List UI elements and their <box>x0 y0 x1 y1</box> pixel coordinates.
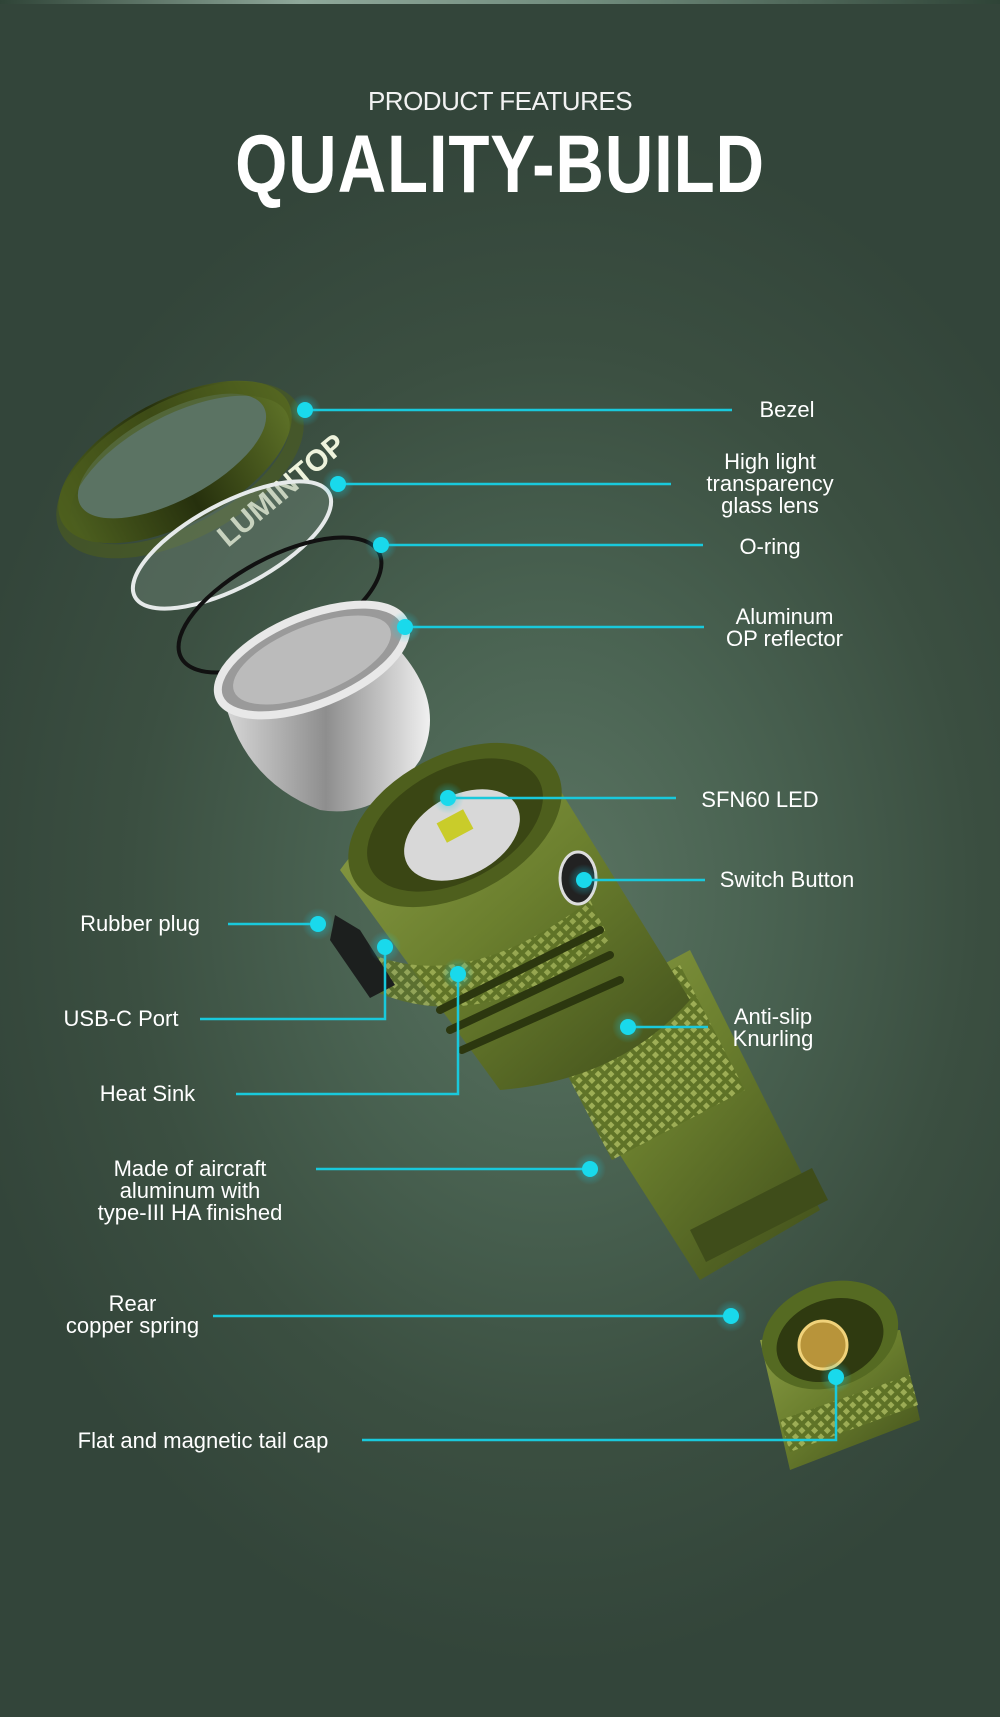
callout-label-knurling: Anti-slip Knurling <box>732 1004 814 1051</box>
callout-label-usb-c: USB-C Port <box>63 1006 179 1031</box>
bezel-hotspot-icon <box>289 394 321 426</box>
o-ring-hotspot-icon <box>365 529 397 561</box>
page-title: QUALITY-BUILD <box>235 119 765 210</box>
tail-cap-part <box>760 1280 920 1470</box>
knurling-hotspot-icon <box>612 1011 644 1043</box>
callout-label-o-ring: O-ring <box>739 534 801 559</box>
rubber-plug-part <box>330 915 395 998</box>
switch-hotspot-icon <box>568 864 600 896</box>
callout-label-spring: Rear copper spring <box>65 1291 200 1338</box>
hotspot-dots <box>289 394 852 1393</box>
rubber-plug-hotspot-icon <box>302 908 334 940</box>
reflector-hotspot-icon <box>389 611 421 643</box>
spring-hotspot-icon <box>715 1300 747 1332</box>
callout-label-rubber-plug: Rubber plug <box>80 911 200 936</box>
heat-sink-hotspot-icon <box>442 958 474 990</box>
callout-label-tail-cap: Flat and magnetic tail cap <box>77 1428 329 1453</box>
flashlight-body-part <box>340 742 828 1280</box>
usb-c-hotspot-icon <box>369 931 401 963</box>
lens-hotspot-icon <box>322 468 354 500</box>
tail-cap-hotspot-icon <box>820 1361 852 1393</box>
callout-lines <box>200 408 838 1442</box>
section-subtitle: PRODUCT FEATURES <box>367 86 633 116</box>
material-hotspot-icon <box>574 1153 606 1185</box>
reflector-part <box>213 600 430 812</box>
callout-label-material: Made of aircraft aluminum with type-III … <box>97 1156 283 1225</box>
led-hotspot-icon <box>432 782 464 814</box>
callout-label-bezel: Bezel <box>759 397 815 422</box>
callout-label-led: SFN60 LED <box>701 787 819 812</box>
callout-label-switch: Switch Button <box>719 867 855 892</box>
callout-label-heat-sink: Heat Sink <box>99 1081 196 1106</box>
callout-label-lens: High light transparency glass lens <box>706 449 834 518</box>
callout-label-reflector: Aluminum OP reflector <box>726 604 843 651</box>
top-edge-strip <box>0 0 1000 4</box>
